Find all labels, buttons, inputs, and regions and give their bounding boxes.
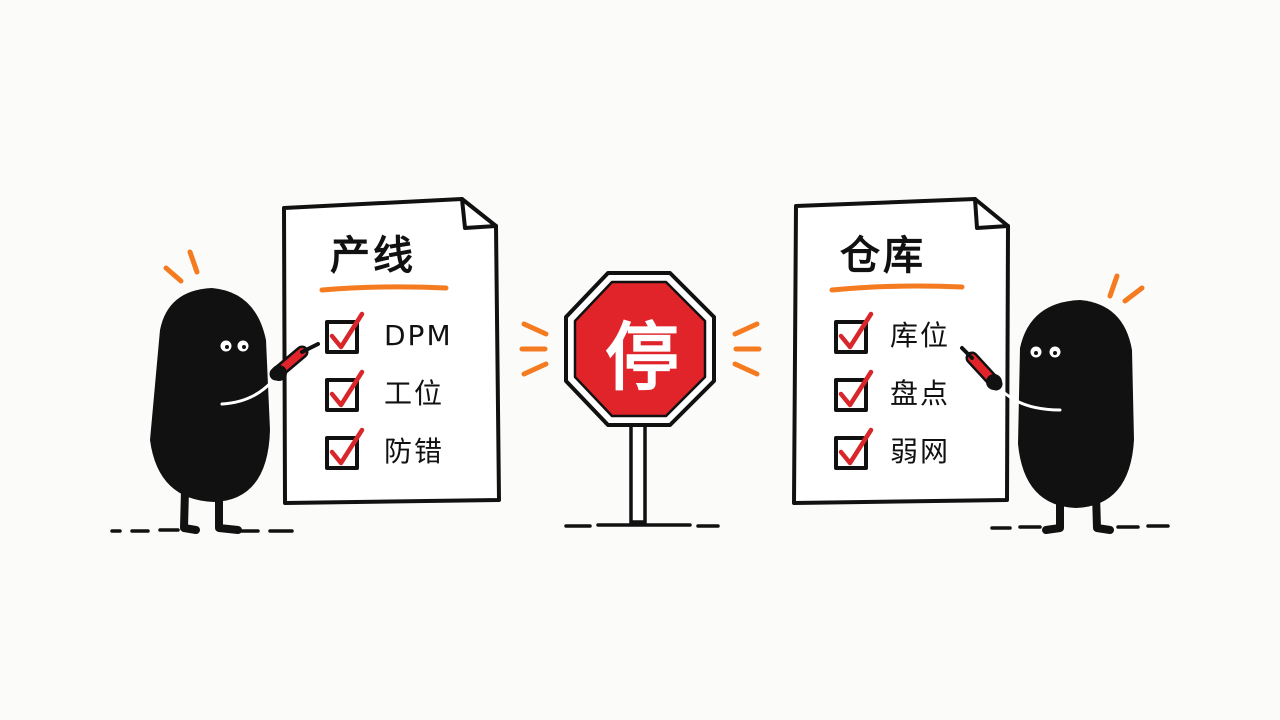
left-checkbox-1 xyxy=(325,311,365,354)
left-excitement-marks xyxy=(163,249,200,284)
right-item-1: 库位 xyxy=(890,319,951,352)
left-item-2: 工位 xyxy=(384,377,445,410)
left-character xyxy=(110,249,320,534)
left-marker xyxy=(269,342,320,381)
right-excitement-marks xyxy=(1107,273,1145,304)
left-item-3: 防错 xyxy=(384,435,445,468)
left-checkbox-3 xyxy=(325,427,365,470)
right-checkbox-2 xyxy=(834,369,874,412)
left-checkbox-2 xyxy=(325,369,365,412)
right-item-2: 盘点 xyxy=(890,377,951,410)
right-marker xyxy=(960,346,1003,391)
right-checkbox-3 xyxy=(834,427,874,470)
left-document-title: 产线 xyxy=(330,233,416,279)
right-title-underline xyxy=(829,283,965,293)
right-character xyxy=(960,273,1170,534)
right-document xyxy=(792,197,1010,505)
right-checkbox-1 xyxy=(834,311,874,354)
stop-alert-marks xyxy=(519,321,762,377)
right-item-3: 弱网 xyxy=(890,435,951,468)
stop-sign xyxy=(564,271,720,528)
stop-sign-text: 停 xyxy=(605,315,679,401)
left-document xyxy=(282,197,501,505)
left-item-1: DPM xyxy=(384,319,453,352)
right-document-title: 仓库 xyxy=(840,233,926,279)
left-title-underline xyxy=(319,284,449,293)
